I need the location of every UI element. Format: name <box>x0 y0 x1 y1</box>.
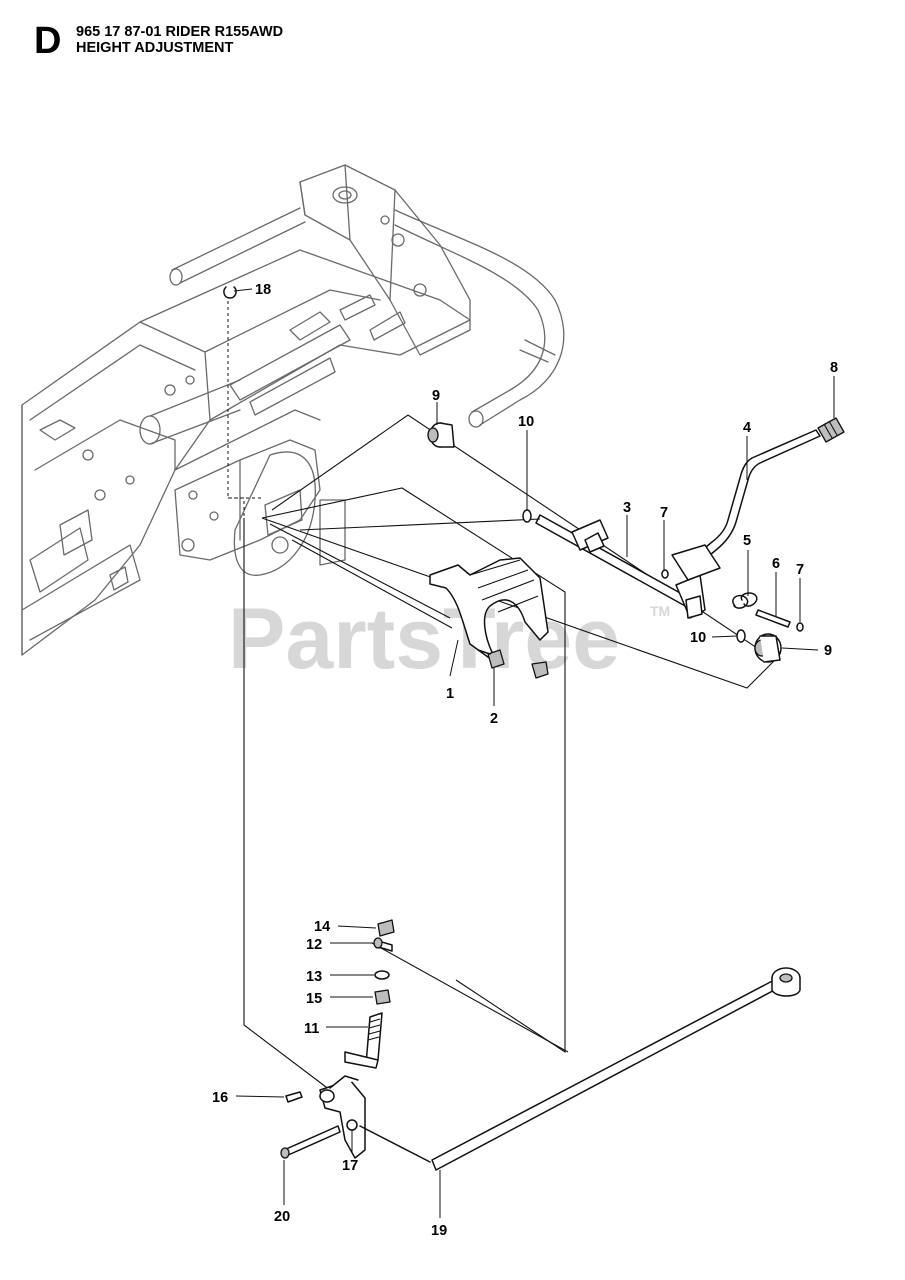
callout-19: 19 <box>431 1223 447 1239</box>
callout-16: 16 <box>212 1090 228 1106</box>
section-title: HEIGHT ADJUSTMENT <box>76 40 234 56</box>
callout-9-bottom: 9 <box>824 643 832 659</box>
callout-15: 15 <box>306 991 322 1007</box>
model-title: 965 17 87-01 RIDER R155AWD <box>76 24 284 40</box>
callout-4: 4 <box>743 420 751 436</box>
callout-11: 11 <box>304 1021 319 1037</box>
callout-10-top: 10 <box>518 414 534 430</box>
chassis-frame <box>21 164 565 656</box>
callout-labels: 18 9 10 3 7 4 8 5 6 7 10 9 1 2 14 12 13 … <box>212 282 838 1239</box>
callout-7-left: 7 <box>660 505 668 521</box>
watermark-text: PartsTree <box>228 591 620 687</box>
watermark-trademark: TM <box>650 603 670 619</box>
callout-10-bottom: 10 <box>690 630 706 646</box>
callout-2: 2 <box>490 711 498 727</box>
callout-17: 17 <box>342 1158 358 1174</box>
section-letter: D <box>34 20 62 62</box>
title-block: 965 17 87-01 RIDER R155AWD HEIGHT ADJUST… <box>76 24 283 56</box>
callout-1: 1 <box>446 686 454 702</box>
callout-5: 5 <box>743 533 751 549</box>
callout-8: 8 <box>830 360 838 376</box>
height-adjustment-parts <box>223 286 845 1171</box>
callout-6: 6 <box>772 556 780 572</box>
callout-13: 13 <box>306 969 322 985</box>
leader-lines <box>233 288 835 1218</box>
callout-18: 18 <box>255 282 271 298</box>
callout-3: 3 <box>623 500 631 516</box>
callout-7-right: 7 <box>796 562 804 578</box>
watermark: PartsTree TM <box>228 591 670 687</box>
callout-14: 14 <box>314 919 330 935</box>
callout-9-top: 9 <box>432 388 440 404</box>
callout-20: 20 <box>274 1209 290 1225</box>
callout-12: 12 <box>306 937 322 953</box>
